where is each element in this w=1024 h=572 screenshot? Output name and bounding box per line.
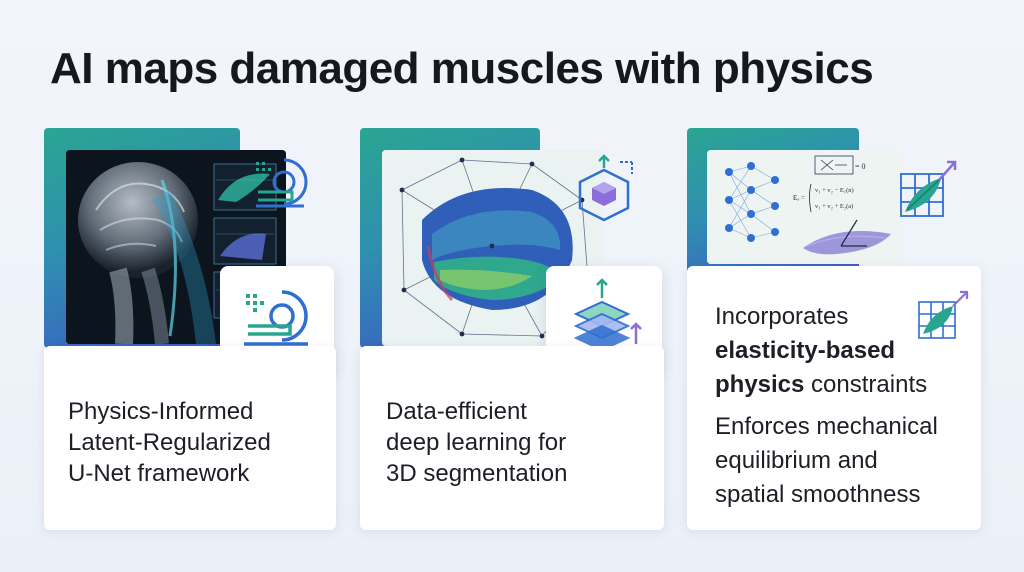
muscle-grid-icon [915,286,971,342]
equation-text: = 0 [855,162,866,171]
page-title: AI maps damaged muscles with physics [50,44,874,93]
3d-cube-icon [572,154,636,224]
neural-network-equations-image: = 0 Eₒ = v₁ + v₂ − E₁(n) v₁ + v₂ + E₂(a) [707,150,901,264]
equation-text: Eₒ = [793,194,805,202]
mri-brain-scan-illustration [66,150,286,344]
panel-physics-constraints: = 0 Eₒ = v₁ + v₂ − E₁(n) v₁ + v₂ + E₂(a) [687,128,981,530]
caption-card [360,346,664,530]
caption-line: Latent-Regularized [68,429,271,456]
panel-caption: Data-efficient deep learning for 3D segm… [386,396,656,489]
equation-text: v₁ + v₂ − E₁(n) [815,187,854,194]
caption-line: 3D segmentation [386,460,568,487]
panel-caption: Physics-Informed Latent-Regularized U-Ne… [68,396,328,489]
caption-bold-text: elasticity-based [715,337,896,364]
panel-unet-framework: Physics-Informed Latent-Regularized U-Ne… [44,128,336,530]
caption-card [687,266,981,530]
mri-scanner-icon [254,156,310,216]
layers-stack-icon [563,278,642,363]
caption-line: deep learning for [386,429,567,456]
equilibrium-caption: Enforces mechanical equilibrium and spat… [715,410,975,512]
mri-scan-image [66,150,286,344]
panel-3d-segmentation: Data-efficient deep learning for 3D segm… [360,128,664,530]
mri-scanner-icon [244,290,308,346]
caption-line: Enforces mechanical [715,413,938,440]
muscle-grid-icon [895,156,961,222]
physics-constraints-caption: Incorporates elasticity-based physics co… [715,300,965,402]
caption-line: equilibrium and [715,447,878,474]
neural-network-illustration: = 0 Eₒ = v₁ + v₂ − E₁(n) v₁ + v₂ + E₂(a) [707,150,901,264]
caption-line: U-Net framework [68,460,250,487]
equation-text: v₁ + v₂ + E₂(a) [815,203,853,210]
caption-line: spatial smoothness [715,481,921,508]
caption-line: constraints [804,371,928,398]
caption-line: Incorporates [715,303,849,330]
caption-bold-text: physics [715,371,805,398]
caption-line: Data-efficient [386,398,527,425]
caption-line: Physics-Informed [68,398,254,425]
caption-card [44,346,336,530]
